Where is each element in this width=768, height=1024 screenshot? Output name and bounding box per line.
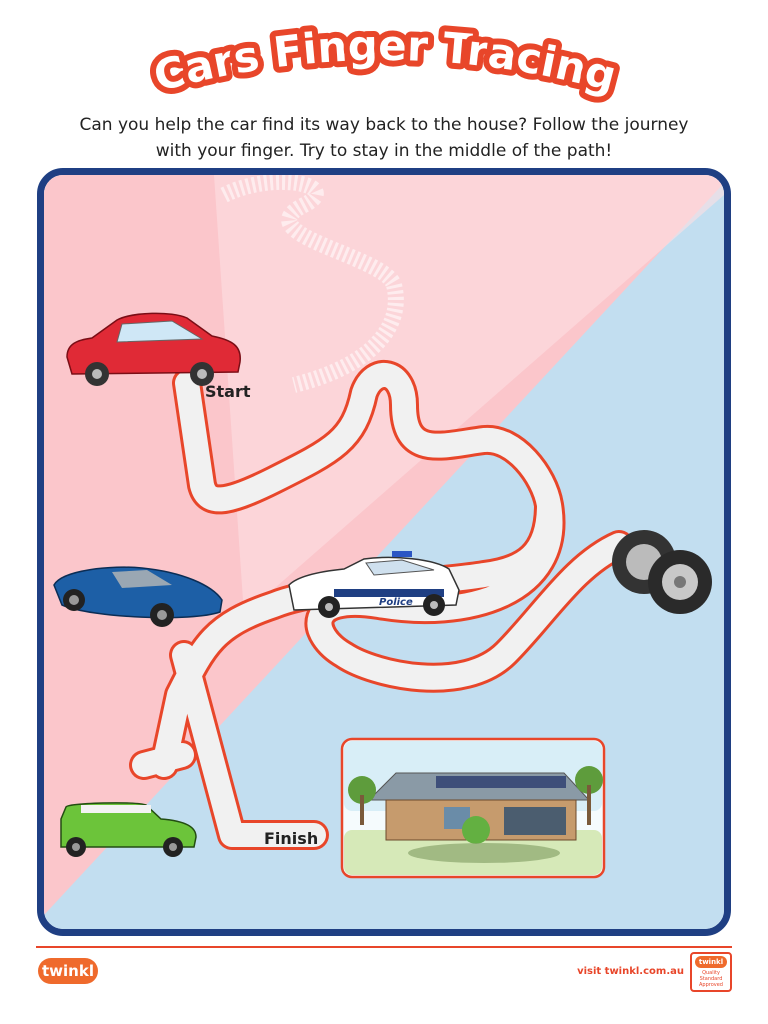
- title-banner: Cars Finger Tracing: [0, 18, 768, 118]
- blue-car: [53, 566, 223, 627]
- tracing-board: Police Start Finish: [37, 168, 731, 936]
- page-title-text: Cars Finger Tracing: [143, 18, 628, 107]
- instructions-line-2: with your finger. Try to stay in the mid…: [155, 141, 613, 161]
- quality-badge-brand: twinkl: [695, 956, 727, 968]
- tyre-tracks: [220, 175, 404, 393]
- quality-badge-text: Quality Standard Approved: [699, 970, 723, 988]
- footer-url-link[interactable]: visit twinkl.com.au: [577, 966, 684, 977]
- house-panel: [340, 737, 606, 879]
- page-title: Cars Finger Tracing: [149, 21, 622, 101]
- green-car: [60, 802, 197, 857]
- twinkl-logo[interactable]: twinkl: [38, 958, 98, 984]
- instructions-line-1: Can you help the car find its way back t…: [79, 115, 689, 135]
- red-car: [66, 312, 241, 386]
- tyres: [612, 530, 712, 614]
- finish-label: Finish: [264, 829, 319, 848]
- footer-divider: [36, 946, 732, 948]
- instructions: Can you help the car find its way back t…: [40, 112, 728, 164]
- start-label: Start: [205, 382, 251, 401]
- quality-badge: twinkl Quality Standard Approved: [690, 952, 732, 992]
- background-light-band: [214, 175, 724, 615]
- police-car-text: Police: [379, 597, 413, 608]
- board-art: Police: [44, 175, 724, 929]
- police-car: Police: [288, 551, 460, 618]
